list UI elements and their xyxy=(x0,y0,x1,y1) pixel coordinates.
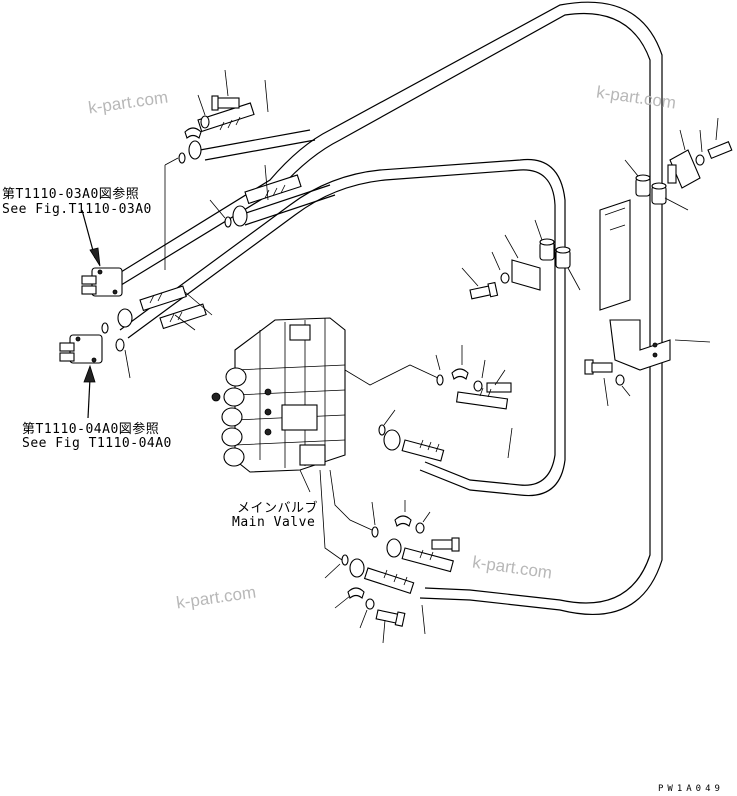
leader-lines-upper xyxy=(124,79,269,379)
drawing-code: PW1A049 xyxy=(658,784,724,794)
o-ring-mid xyxy=(209,199,232,228)
port-connector-lower xyxy=(59,322,125,364)
hose-fitting-upper-1 xyxy=(188,102,255,160)
bolt-lower-right xyxy=(584,359,631,407)
split-flange-upper xyxy=(184,127,202,139)
main-valve-label-jp: メインバルブ xyxy=(237,501,319,516)
valve-port-bottom xyxy=(319,427,513,644)
reference-arrow-lower xyxy=(83,364,96,419)
main-valve-block xyxy=(234,317,346,473)
hose-fitting-valve-right xyxy=(378,387,509,462)
hose-fitting-upper-2 xyxy=(232,174,302,227)
support-bracket-right xyxy=(599,199,711,371)
o-ring-upper-left xyxy=(164,152,186,270)
bolt-upper-left xyxy=(211,69,240,111)
main-valve-leader xyxy=(299,469,311,493)
hose-loop-inner xyxy=(119,158,566,497)
clamp-bracket-upper xyxy=(667,117,733,189)
main-valve-label-en: Main Valve xyxy=(232,515,316,530)
bolt-middle-right xyxy=(461,251,510,300)
reference-label-03-en: See Fig.T1110-03A0 xyxy=(2,202,152,217)
reference-label-04-jp: 第T1110-04A0図参照 xyxy=(22,422,160,437)
hose-fitting-mid-2 xyxy=(159,303,207,330)
port-connector-upper xyxy=(81,267,123,297)
valve-port-right-upper xyxy=(344,345,512,393)
washer-upper-left xyxy=(197,94,210,129)
valve-port-lower-right xyxy=(329,469,460,573)
hose-loop-outer xyxy=(99,1,663,615)
clamp-pair-upper xyxy=(624,159,689,211)
valve-spool-caps xyxy=(211,367,272,467)
reference-label-04-en: See Fig T1110-04A0 xyxy=(22,436,172,451)
clamp-pair-middle xyxy=(504,219,581,291)
hose-fitting-mid-1 xyxy=(117,285,187,328)
hose-upper-pair xyxy=(199,129,336,226)
reference-arrow-upper xyxy=(81,209,101,267)
reference-label-03-jp: 第T1110-03A0図参照 xyxy=(2,187,140,202)
